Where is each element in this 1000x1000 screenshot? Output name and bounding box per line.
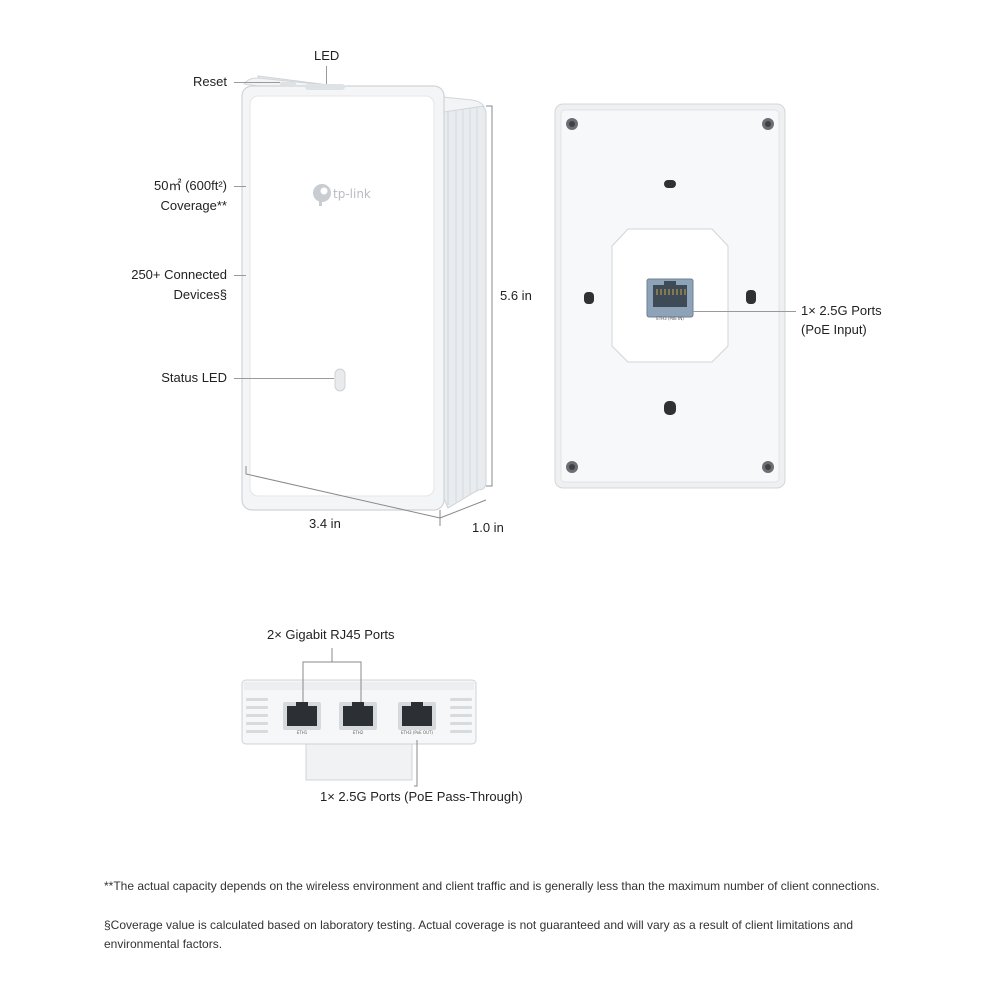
depth-label: 1.0 in (472, 520, 504, 535)
rj45-port-eth1 (283, 702, 321, 730)
width-label: 3.4 in (309, 516, 341, 531)
coverage-label-1: 50㎡ (600ft²) (154, 178, 227, 193)
vents-left (246, 698, 268, 733)
port-label-eth2: ETH2 (352, 730, 364, 735)
height-label: 5.6 in (500, 288, 532, 303)
gigabit-ports-label: 2× Gigabit RJ45 Ports (267, 627, 395, 642)
vents-right (450, 698, 472, 733)
brand-text: tp-link (333, 187, 371, 201)
led-leader (326, 66, 327, 84)
led-label: LED (314, 48, 340, 63)
mounting-screws (566, 118, 774, 473)
poe-passthrough-label: 1× 2.5G Ports (PoE Pass-Through) (320, 789, 523, 804)
dimension-lines (245, 105, 493, 526)
devices-leader (234, 275, 246, 276)
mounting-slots (584, 180, 756, 415)
status-led-leader (234, 378, 334, 379)
status-led-label: Status LED (161, 370, 227, 385)
status-led-window (334, 368, 346, 392)
poe-input-leader (693, 311, 796, 312)
rj45-port-eth2 (339, 702, 377, 730)
devices-label-1: 250+ Connected (131, 267, 227, 282)
gigabit-bracket (302, 648, 418, 787)
poe-input-label-1: 1× 2.5G Ports (801, 303, 882, 318)
back-port-text: ETH3 (PoE IN) (656, 316, 684, 321)
tp-link-logo (313, 184, 331, 206)
poe-input-label-2: (PoE Input) (801, 322, 867, 337)
footnote-coverage: §Coverage value is calculated based on l… (104, 918, 854, 951)
devices-label-2: Devices§ (173, 287, 227, 302)
reset-label: Reset (193, 74, 227, 89)
rj45-port-eth3 (398, 702, 436, 730)
footnote-capacity: **The actual capacity depends on the wir… (104, 879, 880, 893)
port-label-eth1: ETH1 (296, 730, 308, 735)
coverage-leader (234, 186, 246, 187)
reset-leader (234, 82, 280, 83)
port-label-eth3: ETH3 (PoE OUT) (401, 730, 433, 735)
coverage-label-2: Coverage** (160, 198, 228, 213)
